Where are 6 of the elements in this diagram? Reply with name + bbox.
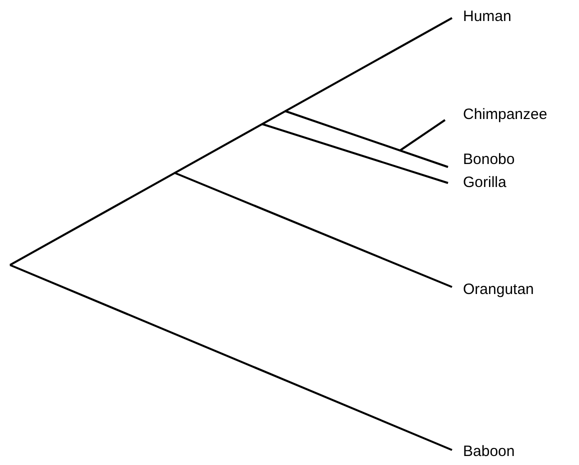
species-label: Bonobo bbox=[463, 151, 515, 169]
species-label: Orangutan bbox=[463, 281, 534, 299]
species-label: Human bbox=[463, 8, 512, 26]
species-label: Chimpanzee bbox=[463, 106, 548, 124]
species-label: Baboon bbox=[463, 443, 515, 461]
species-label: Gorilla bbox=[463, 174, 506, 192]
